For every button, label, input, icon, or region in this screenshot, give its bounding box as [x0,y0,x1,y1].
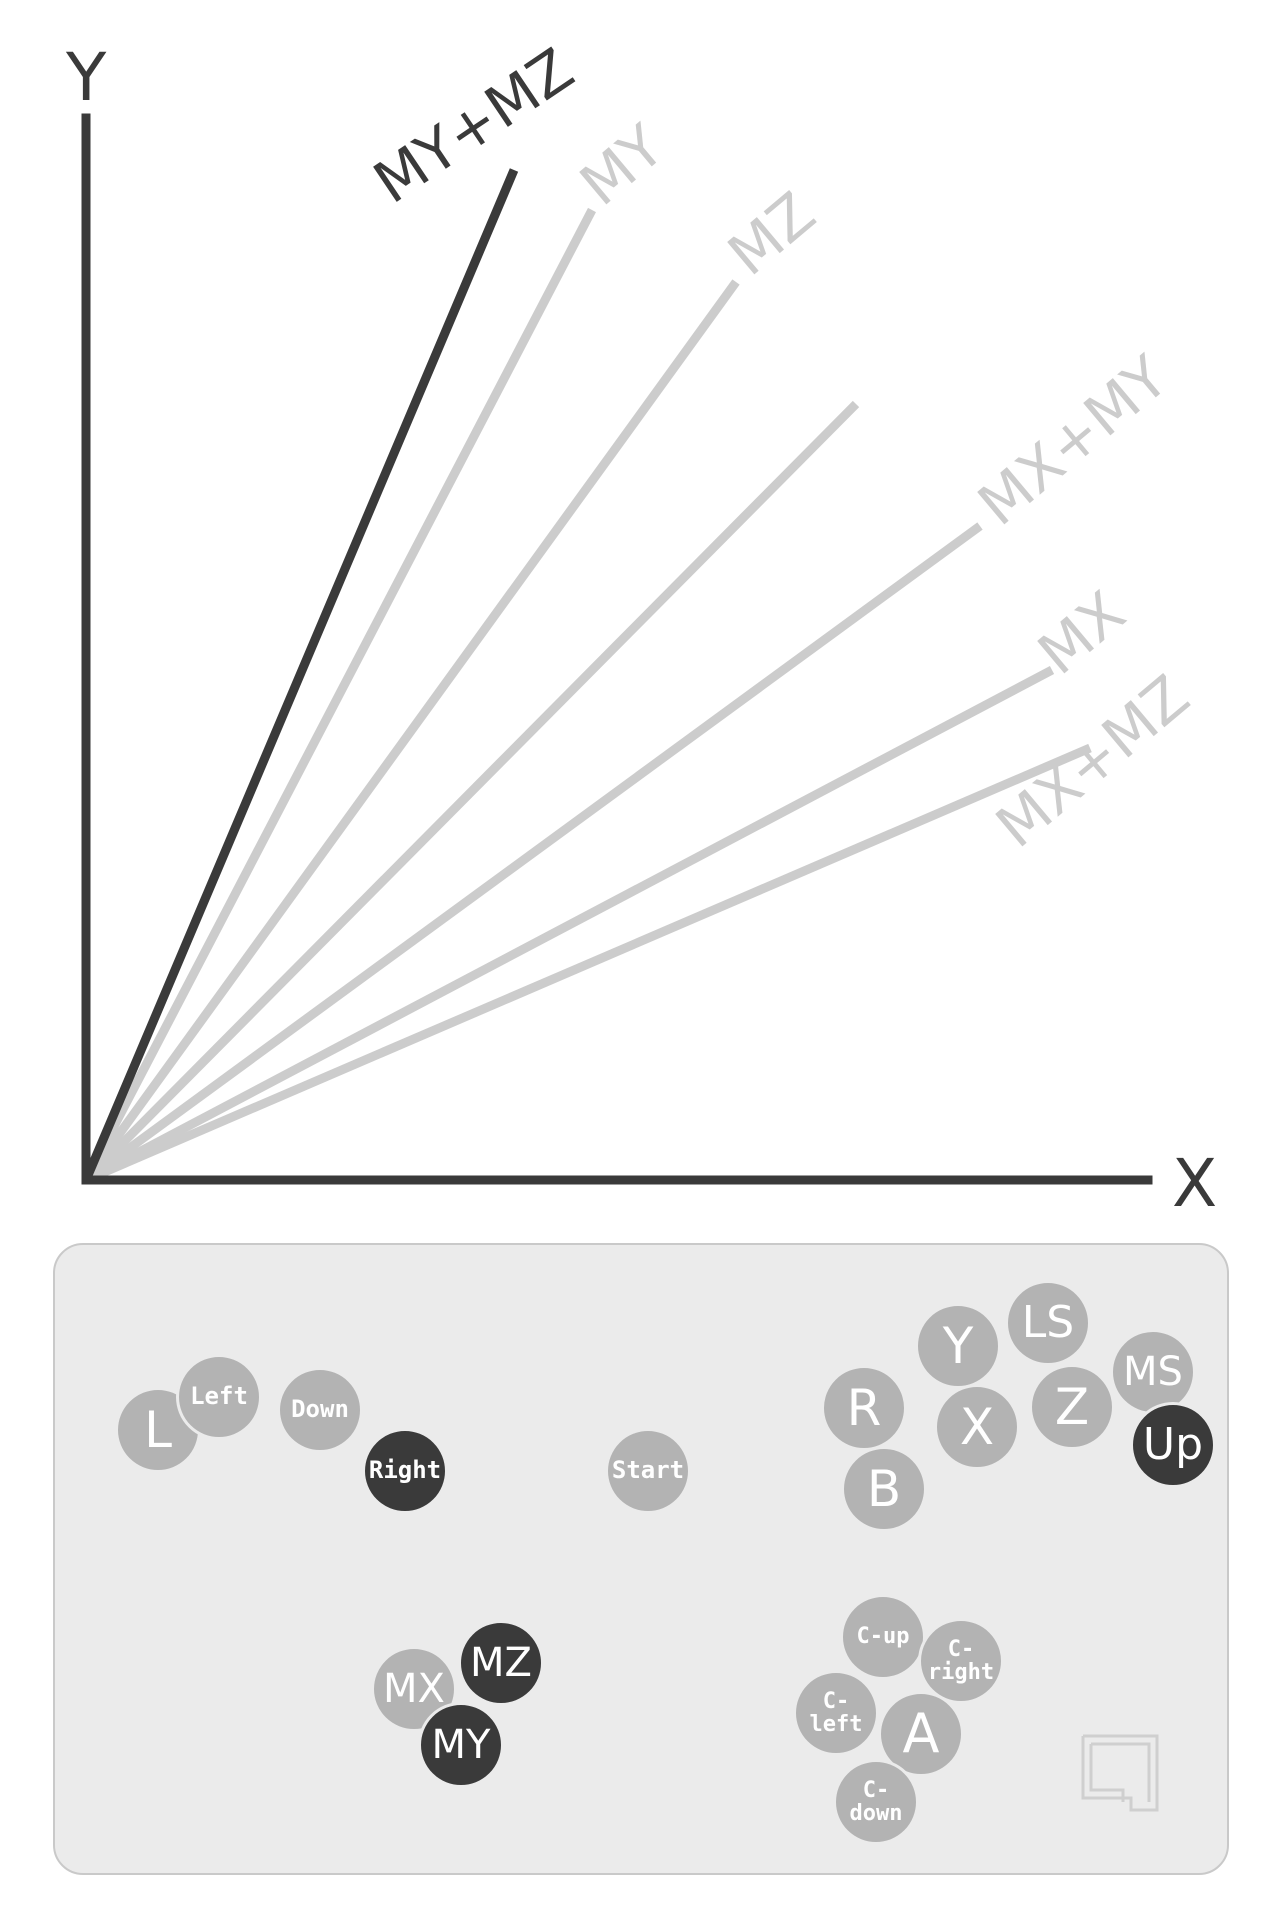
button-z[interactable]: Z [1029,1364,1115,1450]
ray-mx-mz [84,743,1092,1185]
button-l[interactable]: L [115,1387,201,1473]
button-x[interactable]: X [934,1384,1020,1470]
ray-label-mz: MZ [715,179,827,289]
button-start[interactable]: Start [605,1428,691,1514]
button-y[interactable]: Y [915,1303,1001,1389]
button-label-mx: MX [383,1666,445,1712]
button-label-ls: LS [1021,1296,1075,1348]
button-c-up[interactable]: C-up [840,1594,926,1680]
box-logo-icon [1081,1734,1159,1812]
button-mx[interactable]: MX [371,1646,457,1732]
button-mz[interactable]: MZ [458,1620,544,1706]
button-label-up: Up [1142,1418,1204,1470]
x-axis-label: X [1172,1145,1217,1222]
button-label-z: Z [1054,1377,1090,1436]
ray-my-mz [81,168,519,1182]
button-ls[interactable]: LS [1005,1280,1091,1366]
button-label-my: MY [431,1722,491,1768]
button-label-down: Down [291,1395,349,1424]
ray-label-my: MY [567,111,677,218]
button-label-ms: MS [1123,1349,1183,1395]
button-label-c-up: C-up [856,1624,910,1650]
ray-label-mx-my: MX+MY [965,342,1181,538]
button-label-left: Left [190,1382,248,1411]
ray-mx [83,666,1055,1184]
button-c-right[interactable]: C- right [918,1618,1004,1704]
ray-my [82,207,596,1183]
button-label-c-right: C- right [927,1636,995,1685]
button-up[interactable]: Up [1130,1402,1216,1488]
button-label-a: A [902,1701,940,1765]
button-label-x: X [959,1397,995,1456]
ray-unlabeled [82,400,860,1184]
button-left[interactable]: Left [176,1354,262,1440]
ray-label-my-mz: MY+MZ [362,35,586,217]
button-right[interactable]: Right [362,1428,448,1514]
ray-mz [82,279,740,1183]
button-label-start: Start [611,1456,685,1485]
button-ms[interactable]: MS [1110,1329,1196,1415]
button-label-l: L [144,1400,172,1459]
button-label-r: R [846,1378,882,1437]
button-label-right: Right [368,1456,442,1485]
button-b[interactable]: B [841,1446,927,1532]
button-r[interactable]: R [821,1365,907,1451]
button-down[interactable]: Down [277,1367,363,1453]
button-label-mz: MZ [470,1640,532,1686]
button-label-y: Y [942,1316,974,1375]
rays-layer [81,168,1092,1185]
button-label-c-down: C- down [849,1777,903,1826]
button-c-down[interactable]: C- down [833,1759,919,1845]
button-label-c-left: C- left [809,1688,863,1737]
button-my[interactable]: MY [418,1702,504,1788]
button-c-left[interactable]: C- left [793,1670,879,1756]
ray-mx-my [83,522,983,1184]
y-axis-label: Y [65,39,107,116]
button-label-b: B [866,1459,902,1518]
